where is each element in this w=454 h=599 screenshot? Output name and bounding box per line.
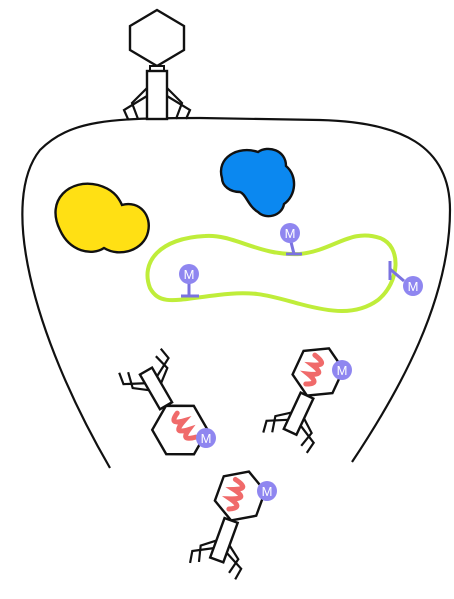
progeny-phage	[261, 337, 352, 453]
infecting-phage	[124, 10, 190, 119]
progeny-phage	[117, 348, 216, 468]
phage-tail	[147, 71, 167, 119]
progeny-phage	[188, 463, 273, 580]
methyl-label: M	[337, 363, 348, 378]
methyl-mark: M	[332, 360, 352, 380]
methyl-mark: M	[196, 428, 216, 448]
methyl-mark: M	[179, 264, 199, 296]
yellow-protein	[55, 184, 148, 253]
methyl-mark: M	[257, 481, 277, 501]
methyl-label: M	[262, 484, 273, 499]
methyl-mark: M	[280, 223, 302, 254]
methyl-label: M	[184, 267, 195, 282]
phage-capsid	[130, 10, 184, 66]
phage-tail	[140, 368, 172, 410]
blue-protein	[221, 149, 294, 216]
methyl-label: M	[408, 279, 419, 294]
methyl-label: M	[201, 431, 212, 446]
methyl-label: M	[285, 226, 296, 241]
